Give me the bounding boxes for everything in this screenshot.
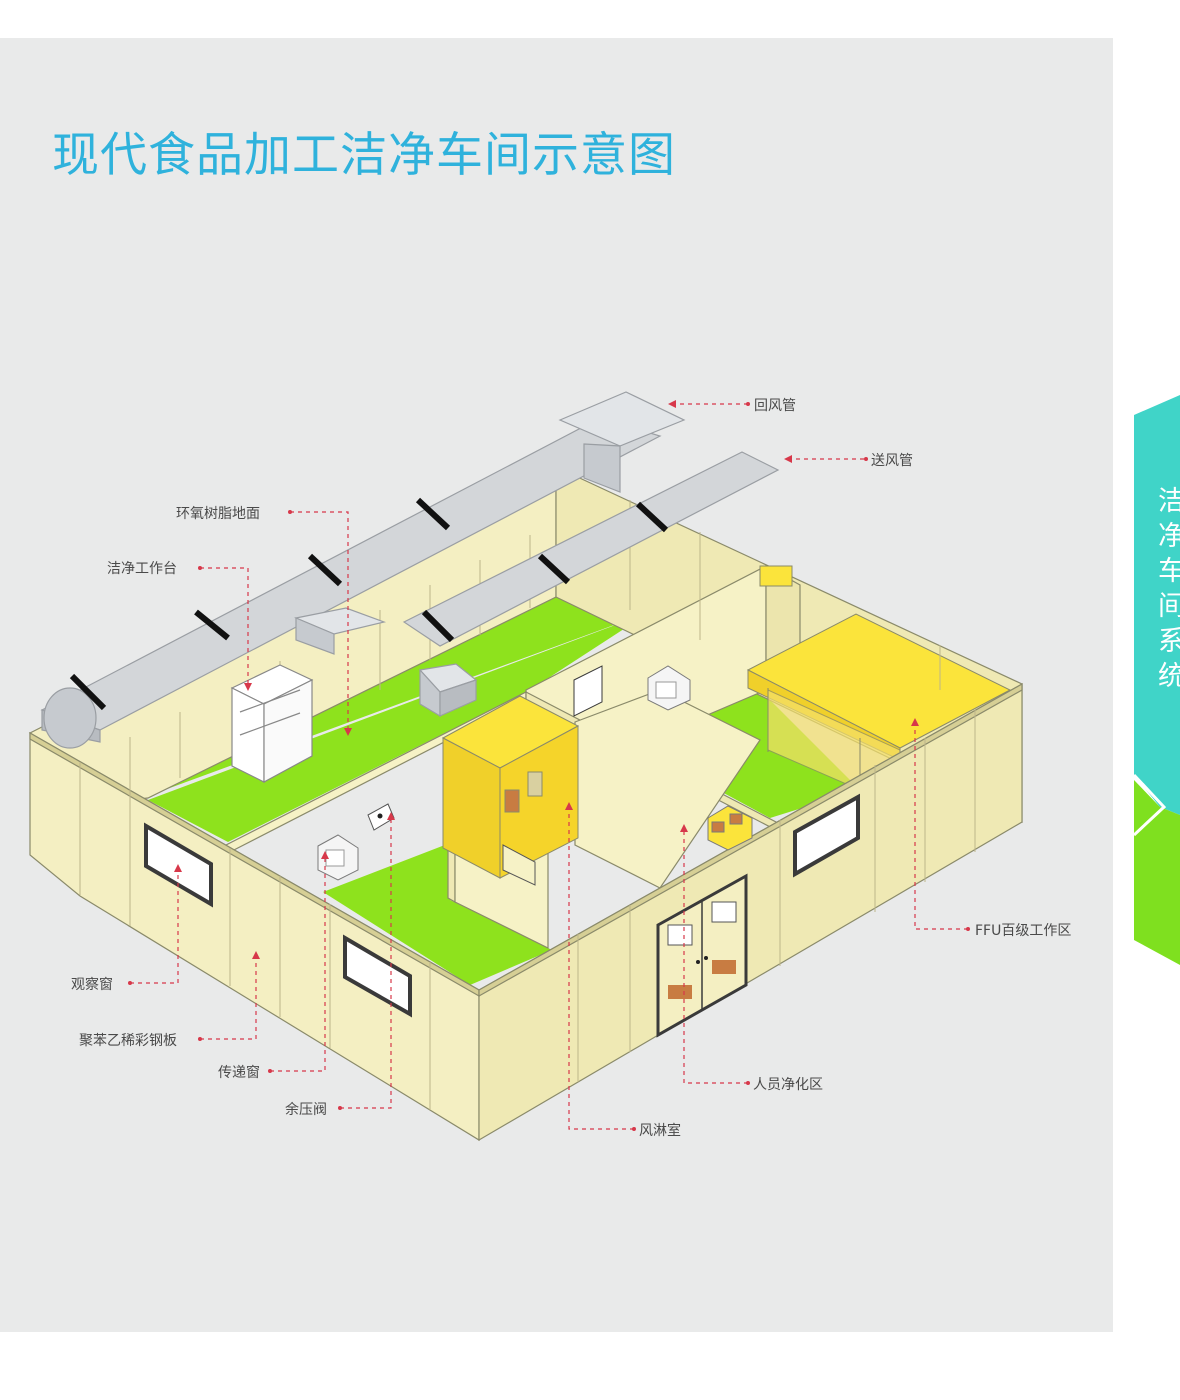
leader-lines (130, 403, 968, 1130)
supply-duct-clamps (421, 501, 669, 643)
side-tab-top (1134, 395, 1180, 815)
label-clean-bench: 洁净工作台 (107, 561, 177, 577)
leader-eps-panel (200, 955, 257, 1040)
leader-pass-box (270, 855, 326, 1072)
door-kick-left (668, 985, 692, 999)
label-ffu-workzone: FFU百级工作区 (975, 923, 1071, 939)
label-epoxy-floor: 环氧树脂地面 (176, 506, 260, 522)
air-shower-door-2 (527, 771, 543, 797)
return-air-duct-shape (40, 391, 686, 749)
clean-bench-shape (230, 664, 314, 784)
leader-ffu (914, 722, 968, 930)
air-shower-door-1 (504, 789, 520, 813)
epoxy-floor-left (148, 612, 650, 842)
leader-epoxy-floor (290, 511, 349, 732)
label-return-air-duct: 回风管 (754, 398, 796, 414)
ffu-unit (746, 613, 1012, 792)
side-tab-label: 洁净车间系统 (1158, 486, 1180, 692)
wall-top-edge-right (478, 682, 1023, 998)
side-tab-chevron (1134, 773, 1167, 837)
callout-labels: 回风管 送风管 环氧树脂地面 洁净工作台 观察窗 聚苯乙稀彩钢板 传递窗 余压阀… (71, 398, 1071, 1139)
epoxy-floor-front (323, 843, 552, 985)
label-supply-air-duct: 送风管 (871, 453, 913, 469)
leader-arrowheads (174, 400, 919, 959)
side-tab[interactable] (1134, 395, 1180, 965)
leader-personnel (683, 828, 748, 1084)
observation-window-2 (343, 934, 412, 1018)
pass-boxes (317, 665, 753, 881)
label-pass-box: 传递窗 (218, 1064, 260, 1081)
air-shower-unit (441, 695, 580, 879)
pass-box-corner (759, 565, 793, 587)
supply-air-duct-shape (293, 451, 780, 718)
leader-observation-window (130, 868, 179, 984)
observation-window-3 (793, 793, 860, 878)
observation-window-4 (573, 665, 603, 717)
double-door (656, 873, 748, 1038)
return-duct-clamps (69, 497, 451, 711)
leader-clean-bench (200, 567, 249, 687)
air-shower-door (502, 844, 536, 886)
leader-pressure-valve (340, 816, 392, 1109)
label-air-shower: 风淋室 (639, 1122, 681, 1139)
front-walls (29, 682, 1023, 1142)
label-personnel-purification: 人员净化区 (753, 1077, 823, 1093)
air-shower-side (442, 737, 501, 879)
label-pressure-relief-valve: 余压阀 (285, 1101, 327, 1118)
label-eps-panel: 聚苯乙稀彩钢板 (79, 1032, 177, 1049)
page-title: 现代食品加工洁净车间示意图 (52, 128, 676, 183)
leader-dots (128, 402, 970, 1131)
label-observation-window: 观察窗 (71, 976, 113, 993)
door-window-left (667, 924, 693, 946)
door-window-right (711, 901, 737, 923)
door-kick-right (712, 960, 736, 974)
leader-air-shower (568, 806, 634, 1130)
